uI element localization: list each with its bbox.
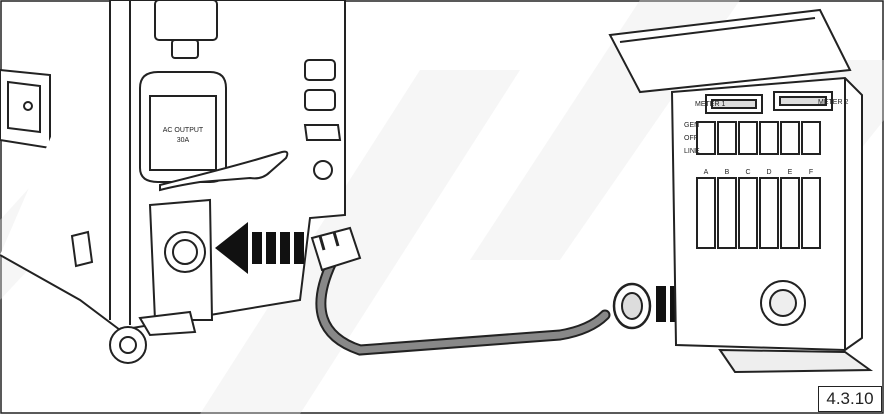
circuit-letter: B: [725, 169, 730, 176]
meter-2-label: METER 2: [818, 99, 848, 106]
circuit-letter: F: [809, 169, 813, 176]
ac-output-label: AC OUTPUT: [163, 127, 204, 134]
circuit-letter: D: [766, 169, 771, 176]
line-position-label: LINE: [684, 148, 700, 155]
figure-number: 4.3.10: [818, 386, 882, 412]
meter-1-label: METER 1: [695, 101, 725, 108]
circuit-letter: C: [745, 169, 750, 176]
circuit-letter: E: [788, 169, 793, 176]
ac-output-rating: 30A: [177, 137, 190, 144]
off-position-label: OFF: [684, 135, 698, 142]
gen-position-label: GEN: [684, 122, 699, 129]
circuit-letter: A: [704, 169, 709, 176]
